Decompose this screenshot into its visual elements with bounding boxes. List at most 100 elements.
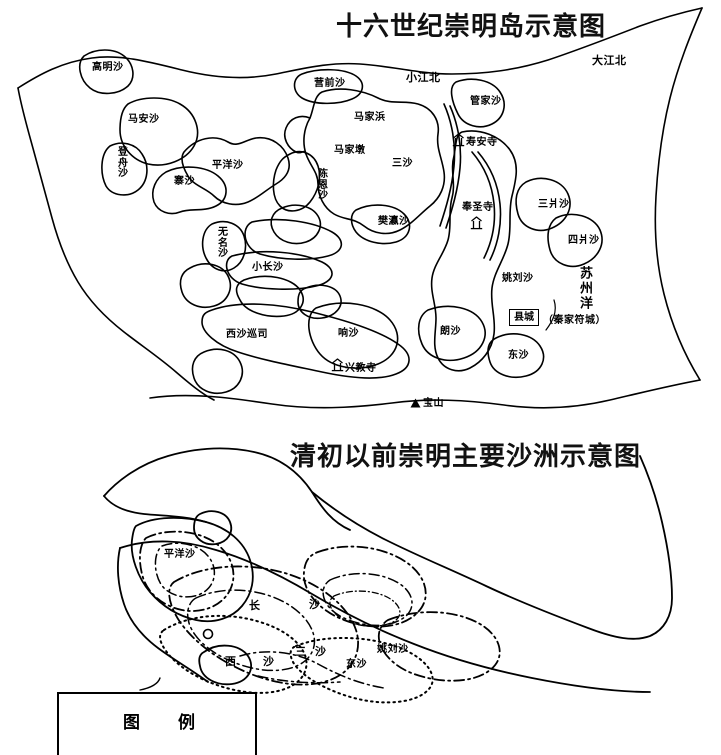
temple-icon [331, 358, 344, 372]
inner-mainland-lobe [130, 517, 254, 623]
legend-leader [139, 677, 161, 691]
label-pingyangsha-lower: 平洋沙 [164, 549, 196, 560]
label-baoshan: 宝山 [423, 398, 444, 409]
label-sansha-upper: 三沙 [392, 158, 413, 169]
shoal-maansha [119, 97, 199, 166]
legend-box: 图 例 [57, 692, 257, 755]
shoal-gaomingsha [78, 49, 134, 95]
shoal-xisha-core [198, 644, 253, 686]
creek-east-inner [445, 105, 462, 229]
islet-small [193, 510, 233, 546]
creek-northeast-inner [477, 151, 502, 261]
shoal-dengzhousha [101, 142, 148, 196]
label-sansha-sha: 沙 [315, 645, 327, 658]
shoal-pingyangsha [181, 136, 291, 206]
shoal-xiangsha [308, 302, 399, 369]
label-dongsha-lower: 东沙 [346, 659, 367, 670]
channel-lower [257, 675, 341, 684]
shoal-dongsha-lobe [487, 333, 545, 378]
shoal-small-round-a [179, 263, 232, 308]
shoal-yaoliusha-dashed [377, 611, 501, 682]
label-xiaochangsha: 小长沙 [252, 262, 284, 273]
label-shouansi: 寿安寺 [466, 137, 498, 148]
legend-title: 图 例 [123, 713, 211, 733]
shoal-wumingsha [201, 220, 247, 272]
shoal-sipansha [547, 213, 603, 268]
label-majiabang: 马家浜 [354, 112, 386, 123]
shoal-sansha-lower-core [329, 590, 401, 627]
north-bank-coastline [17, 7, 703, 89]
shoal-xiaochangsha-north [244, 218, 343, 260]
label-pingyangsha-upper: 平洋沙 [212, 160, 244, 171]
label-chenensha: 陈恩沙 [318, 169, 329, 201]
label-fanyingsha: 樊瀛沙 [378, 216, 410, 227]
shoal-majiadun-lobe [283, 115, 311, 155]
shoal-zhaisha [151, 166, 227, 215]
county-seat-box: 县城 [509, 309, 539, 326]
southwest-shoreline [17, 87, 215, 401]
north-headland-hook [103, 495, 207, 523]
label-sansha-san: 三 [295, 645, 307, 658]
lower-map-drawing [103, 447, 673, 704]
label-yingqiansha: 营前沙 [314, 78, 346, 89]
upper-map-figure: 十六世纪崇明岛示意图 大江北 小江北 高明沙 马安沙 登舟沙 平洋沙 寨沙 营前… [17, 7, 703, 409]
label-dajiangbei: 大江北 [592, 54, 627, 67]
upper-map-drawing [17, 7, 703, 409]
shoal-dongsha-dotted [289, 636, 434, 704]
label-fengshengsi: 奉圣寺 [462, 202, 494, 213]
label-yaoliusha-upper: 姚刘沙 [502, 273, 534, 284]
shoal-small-round-b [235, 275, 304, 318]
east-open-water-boundary [654, 7, 703, 381]
label-langsha: 朗沙 [440, 326, 461, 337]
lower-map-title: 清初以前崇明主要沙洲示意图 [290, 442, 642, 472]
temple-icon [452, 133, 465, 147]
label-zhaisha: 寨沙 [174, 176, 195, 187]
label-xingjiaosi: 兴教寺 [345, 363, 377, 374]
south-shoreline [149, 379, 701, 409]
west-shoreline [117, 547, 209, 683]
label-dengzhousha: 登舟沙 [118, 147, 129, 179]
label-xisha-sha: 沙 [263, 655, 275, 668]
mountain-icon [410, 398, 421, 408]
label-dongsha-upper: 东沙 [508, 350, 529, 361]
lower-map-figure: 清初以前崇明主要沙洲示意图 平洋沙 长 沙 三 沙 西 沙 东沙 姚刘沙 [0, 430, 721, 755]
shoal-changsha-outer [168, 565, 359, 686]
shoal-sansha-lower-outer [303, 545, 427, 628]
label-wumingsha: 无名沙 [218, 227, 229, 259]
east-island-outline [430, 130, 518, 372]
north-bank-curve [103, 447, 351, 531]
shoal-sansha-complex [303, 88, 446, 235]
shoal-xisha-dotted [159, 614, 308, 694]
label-sanpansha: 三爿沙 [538, 199, 570, 210]
label-changsha-sha: 沙 [309, 598, 321, 611]
east-estuary-sweep [311, 455, 673, 640]
shoal-langsha [417, 305, 486, 362]
label-gaomingsha: 高明沙 [92, 62, 124, 73]
site-marker [202, 628, 214, 640]
county-seat-leader [545, 299, 556, 331]
shoal-pingyangsha-outer [139, 530, 235, 612]
shoal-small-round-c [297, 284, 342, 320]
label-xisha-xi: 西 [225, 655, 237, 668]
shoal-sanpansha [515, 177, 571, 232]
shoal-yingqiansha [293, 68, 364, 105]
south-estuary-bank [119, 540, 651, 693]
label-xiangsha: 响沙 [338, 328, 359, 339]
label-changsha-chang: 长 [249, 599, 261, 612]
label-xishaxunsi: 西沙巡司 [226, 329, 268, 340]
label-majiadun: 马家墩 [334, 145, 366, 156]
label-xiaojiangbei: 小江北 [406, 71, 441, 84]
upper-map-title: 十六世纪崇明岛示意图 [336, 12, 607, 42]
shoal-fanyingsha [350, 204, 411, 245]
shoal-pingyangsha-inner [154, 542, 216, 598]
shoal-chenensha [272, 150, 321, 212]
channel-central [239, 651, 385, 689]
shoal-guanjiasha [450, 78, 505, 128]
label-sipansha: 四爿沙 [568, 235, 600, 246]
county-seat-annotation: （秦家符城） [543, 315, 606, 326]
label-guanjiasha: 管家沙 [470, 96, 502, 107]
shoal-xingjiaosi [191, 348, 244, 394]
shoal-chenensha-south [270, 204, 322, 245]
shoal-sansha-lower-inner [322, 572, 413, 627]
creek-northeast-outer [471, 151, 496, 259]
